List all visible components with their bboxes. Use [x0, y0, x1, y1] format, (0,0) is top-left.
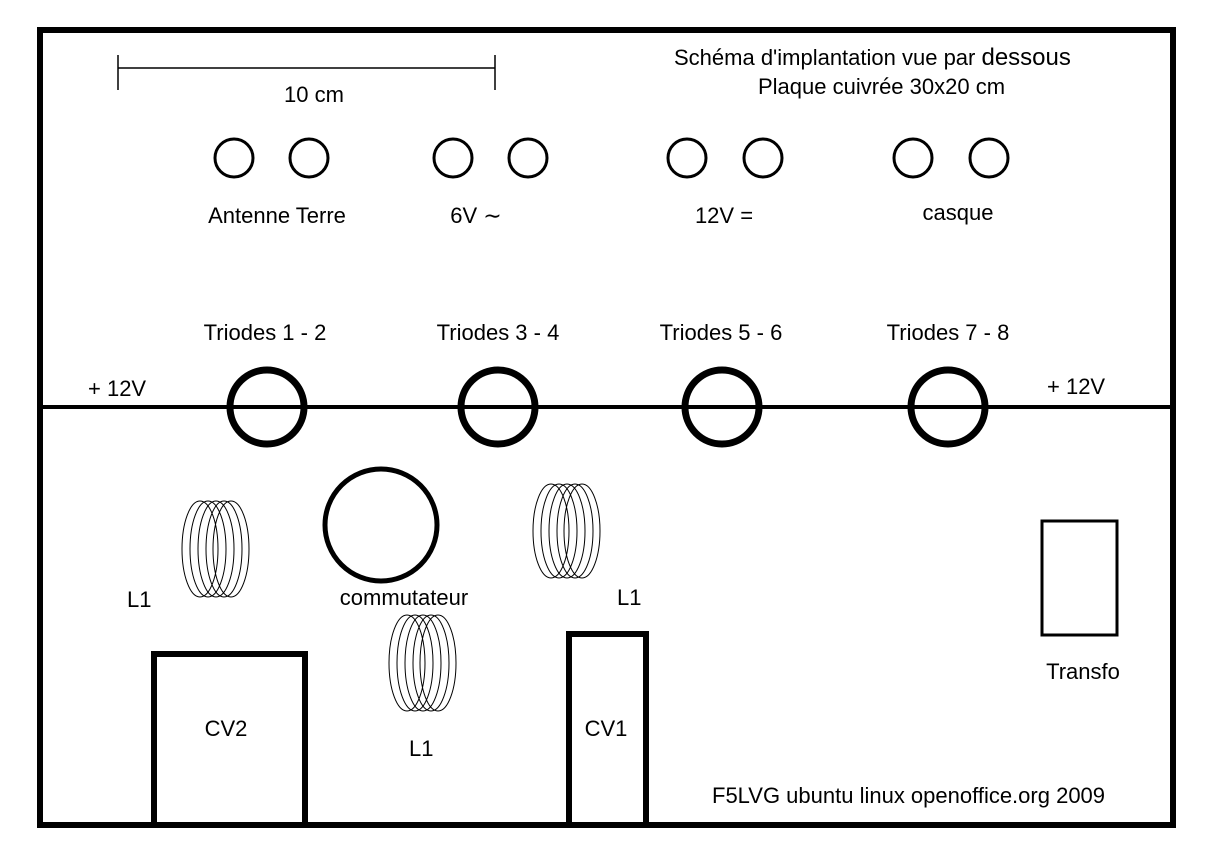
footer-credit: F5LVG ubuntu linux openoffice.org 2009	[712, 783, 1106, 808]
coil-left	[181, 500, 250, 598]
supply-right-label: + 12V	[1047, 374, 1106, 399]
scale-label: 10 cm	[284, 82, 344, 107]
6v-terminal-b	[507, 137, 549, 179]
diagram-subtitle: Plaque cuivrée 30x20 cm	[758, 74, 1006, 99]
coil-bottom	[388, 614, 457, 712]
casque-terminal-b	[968, 137, 1010, 179]
triode-socket-5-6	[681, 366, 763, 448]
casque-terminal-a	[892, 137, 934, 179]
title-line1-emphasis: dessous	[981, 44, 1071, 71]
12v-dc-label: 12V =	[694, 203, 754, 228]
diagram-title: Schéma d'implantation vue par dessous	[674, 46, 1071, 70]
cv2-label: CV2	[204, 716, 248, 741]
coil-left-label: L1	[127, 587, 152, 612]
6v-ac-label: 6V ∼	[450, 203, 502, 228]
triodes-1-2-label: Triodes 1 - 2	[203, 320, 327, 345]
supply-left-label: + 12V	[88, 376, 147, 401]
triode-socket-7-8	[907, 366, 989, 448]
commutateur-label: commutateur	[339, 585, 469, 610]
cv2-capacitor	[151, 651, 308, 828]
transfo-box	[1040, 519, 1119, 637]
title-line1-prefix: Schéma d'implantation vue par	[674, 45, 982, 70]
cv1-label: CV1	[584, 716, 628, 741]
cv1-capacitor	[566, 631, 649, 828]
12v-terminal-a	[666, 137, 708, 179]
12v-terminal-b	[742, 137, 784, 179]
triode-socket-3-4	[457, 366, 539, 448]
commutateur-switch	[322, 466, 440, 584]
triodes-7-8-label: Triodes 7 - 8	[886, 320, 1010, 345]
coil-right-label: L1	[617, 585, 642, 610]
triodes-5-6-label: Triodes 5 - 6	[659, 320, 783, 345]
transfo-label: Transfo	[1046, 659, 1120, 684]
coil-right	[532, 483, 601, 579]
coil-bottom-label: L1	[409, 736, 434, 761]
antenne-terminal	[213, 137, 255, 179]
scale-bar	[117, 55, 496, 90]
antenne-terre-label: Antenne Terre	[208, 203, 346, 228]
triode-socket-1-2	[226, 366, 308, 448]
triodes-3-4-label: Triodes 3 - 4	[436, 320, 560, 345]
6v-terminal-a	[432, 137, 474, 179]
terre-terminal	[288, 137, 330, 179]
casque-label: casque	[922, 200, 994, 225]
